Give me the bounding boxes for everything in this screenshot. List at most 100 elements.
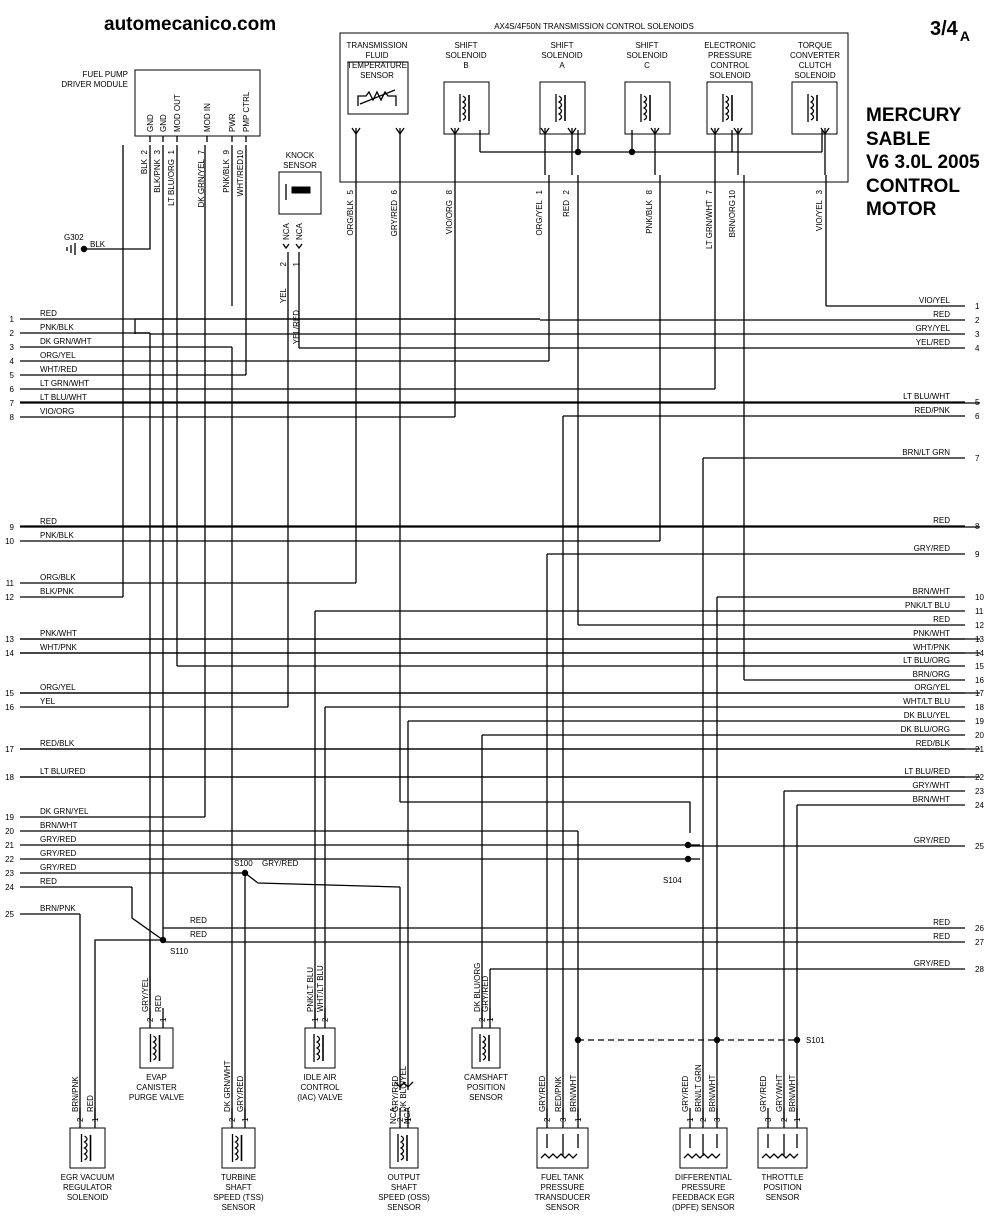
right-connector-wire-label: RED	[933, 516, 950, 525]
right-connector-pin: 23	[975, 787, 984, 796]
component-label: SENSOR	[469, 1093, 503, 1102]
splice-label: S104	[663, 876, 682, 885]
solenoid-pin: 5	[346, 189, 355, 194]
coil-symbol	[481, 1035, 487, 1061]
component-label: OUTPUT	[388, 1173, 421, 1182]
right-connector-pin: 9	[975, 550, 980, 559]
fuel-pump-terminal: GND	[159, 114, 168, 132]
solenoid-label: B	[463, 61, 468, 70]
knock-sensor-wire-label: YEL/RED	[292, 310, 301, 344]
right-connector-pin: 27	[975, 938, 984, 947]
left-connector-wire-label: PNK/BLK	[40, 323, 74, 332]
coil-symbol	[461, 95, 467, 121]
component-label: THROTTLE	[761, 1173, 803, 1182]
splice-s101-dot	[713, 1036, 721, 1044]
solenoid-box	[347, 61, 409, 115]
component-label: REGULATOR	[63, 1183, 112, 1192]
right-connector-pin: 1	[975, 302, 980, 311]
knock-sensor-connector	[282, 243, 303, 250]
solenoid-terminal	[395, 127, 405, 175]
splice-s101-dot	[574, 1036, 582, 1044]
left-connector-wire-label: RED	[40, 309, 57, 318]
component-wire-label: GRY/RED	[236, 1075, 245, 1112]
component-label: SENSOR	[387, 1203, 421, 1212]
left-connector-pin: 18	[5, 773, 14, 782]
left-connector-wire-label: WHT/PNK	[40, 643, 78, 652]
coil-symbol	[724, 95, 730, 121]
component-label: SHAFT	[391, 1183, 417, 1192]
vehicle-title: MERCURY SABLE V6 3.0L 2005 CONTROL MOTOR	[866, 105, 980, 220]
right-connector-pin: 20	[975, 731, 984, 740]
component-wire-label: DK GRN/WHT	[223, 1060, 232, 1112]
knock-sensor-element	[291, 186, 311, 194]
left-connector-pin: 15	[5, 689, 14, 698]
solenoid-box	[443, 81, 490, 135]
solenoid-wire-label: ORG/YEL	[535, 199, 544, 235]
knock-sensor-box	[278, 171, 322, 215]
right-connector-wire-label: DK BLU/ORG	[901, 725, 950, 734]
left-connector-pin: 21	[5, 841, 14, 850]
left-connector-pin: 1	[10, 315, 15, 324]
right-connector-pin: 16	[975, 676, 984, 685]
solenoid-pin: 2	[562, 189, 571, 194]
component-label: TURBINE	[221, 1173, 256, 1182]
right-connector-wire-label: GRY/RED	[914, 836, 951, 845]
right-connector-pin: 6	[975, 412, 980, 421]
coil-symbol	[642, 95, 648, 121]
right-connector-pin: 7	[975, 454, 980, 463]
component-label: PRESSURE	[681, 1183, 725, 1192]
right-connector-wire-label: LT BLU/WHT	[903, 392, 950, 401]
right-connector-pin: 4	[975, 344, 980, 353]
right-connector-pin: 10	[975, 593, 984, 602]
solenoid-pin: 8	[445, 189, 454, 194]
fuel-pump-wire-label: BLK/PNK	[153, 158, 162, 192]
solenoid-wire-label: RED	[562, 200, 571, 217]
right-connector-pin: 21	[975, 745, 984, 754]
left-connector-wire-label: LT GRN/WHT	[40, 379, 89, 388]
splice-s104	[684, 855, 692, 863]
left-connector-pin: 11	[6, 579, 15, 588]
right-connector-pin: 5	[975, 398, 980, 407]
right-connector-pin: 2	[975, 316, 980, 325]
left-connector-pin: 14	[5, 649, 14, 658]
solenoid-wire-label: PNK/BLK	[645, 199, 654, 233]
right-connector-pin: 24	[975, 801, 984, 810]
right-connector-pin: 3	[975, 330, 980, 339]
splice-wire-label: RED	[190, 916, 207, 925]
splice-s110	[159, 936, 167, 944]
component-label: PRESSURE	[540, 1183, 584, 1192]
solenoid-label: A	[559, 61, 565, 70]
splice-label: S110	[170, 947, 189, 956]
solenoid-label: C	[644, 61, 650, 70]
fuel-pump-pin: 9	[222, 149, 231, 154]
solenoid-label: CONTROL	[710, 61, 750, 70]
knock-sensor-label: KNOCK	[286, 151, 315, 160]
component-label: EGR VACUUM	[61, 1173, 115, 1182]
left-connector-pin: 10	[5, 537, 14, 546]
right-connector-wire-label: GRY/RED	[914, 544, 951, 553]
solenoid-label: FLUID	[365, 51, 388, 60]
component-label: CONTROL	[300, 1083, 340, 1092]
solenoid-wire-label: BRN/ORG	[728, 200, 737, 237]
wire-run	[131, 887, 164, 941]
right-connector-wire-label: GRY/RED	[914, 959, 951, 968]
right-connector-wire-label: VIO/YEL	[919, 296, 951, 305]
coil-symbol	[557, 95, 563, 121]
right-connector-wire-label: LT BLU/RED	[905, 767, 951, 776]
left-connector-pin: 19	[5, 813, 14, 822]
coil-symbol	[315, 1035, 321, 1061]
solenoid-terminal	[351, 127, 361, 175]
component-wire-label: BRN/WHT	[569, 1075, 578, 1112]
coil-symbol	[399, 1135, 405, 1161]
left-connector-pin: 25	[5, 910, 14, 919]
solenoid-bus-dot	[628, 148, 636, 156]
left-connector-wire-label: DK GRN/YEL	[40, 807, 89, 816]
splice-s104	[684, 841, 692, 849]
left-connector-wire-label: GRY/RED	[40, 863, 77, 872]
right-connector-wire-label: BRN/WHT	[913, 587, 950, 596]
left-connector-wire-label: YEL	[40, 697, 56, 706]
oss-terminal: NCA	[403, 1106, 412, 1124]
solenoid-label: TEMPERATURE	[347, 61, 407, 70]
right-connector-pin: 19	[975, 717, 984, 726]
solenoid-label: CONVERTER	[790, 51, 840, 60]
